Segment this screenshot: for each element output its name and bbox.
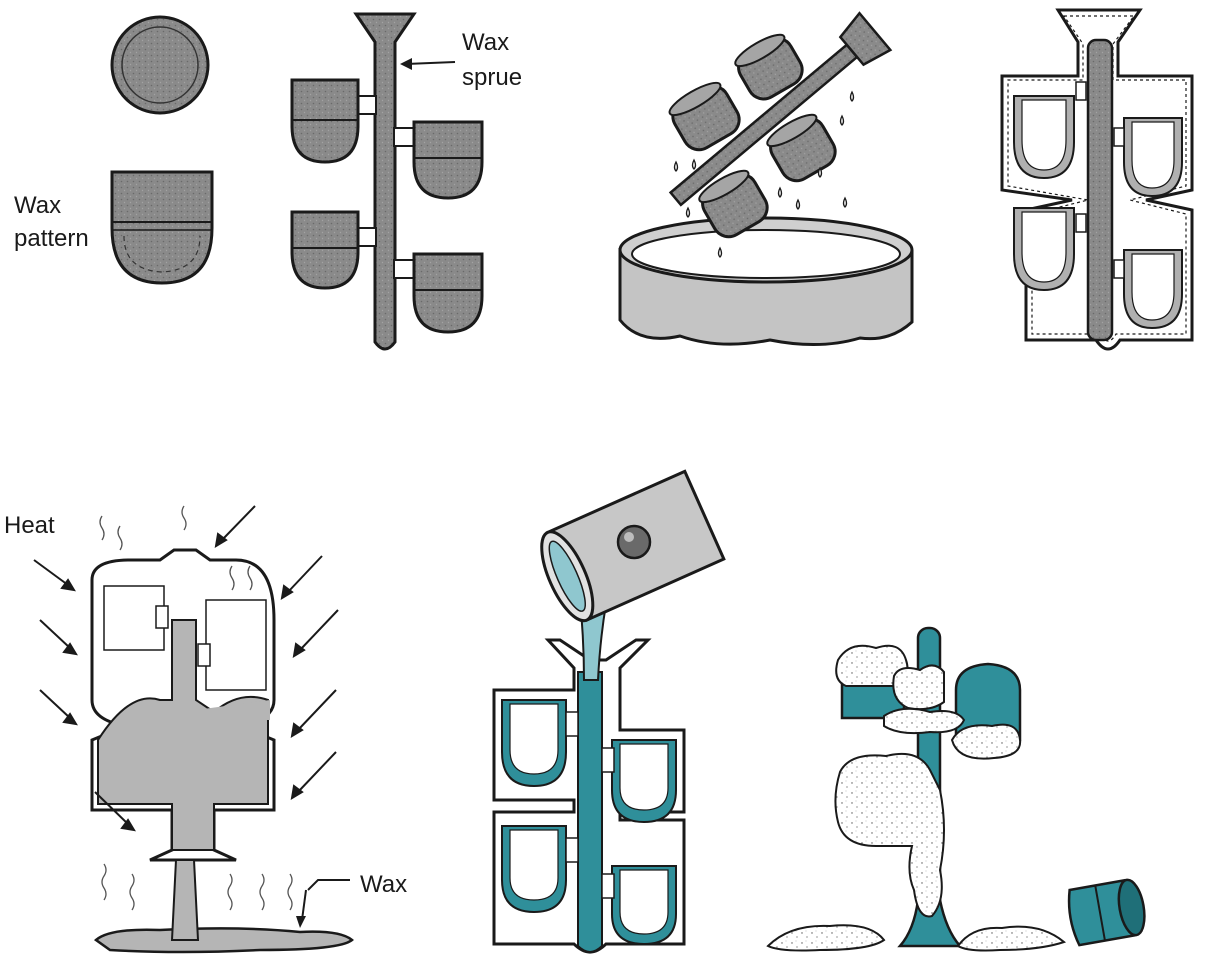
- wax-sprue-label-line1: Wax: [462, 29, 509, 56]
- slurry-dip-icon: [620, 13, 912, 344]
- wax-sprue-label-line2: sprue: [462, 64, 522, 91]
- wax-pattern-label-line1: Wax: [14, 192, 61, 219]
- wax-pattern-icon: [112, 17, 212, 283]
- heat-label: Heat: [4, 512, 55, 539]
- pouring-ladle-icon: [494, 471, 724, 952]
- knockout-casting-icon: [768, 628, 1148, 951]
- wax-tree-icon: [292, 14, 482, 349]
- wax-pattern-label-line2: pattern: [14, 225, 89, 252]
- wax-label: Wax: [360, 871, 407, 898]
- ceramic-shell-icon: [1002, 10, 1192, 349]
- dewax-heat-icon: [34, 506, 352, 952]
